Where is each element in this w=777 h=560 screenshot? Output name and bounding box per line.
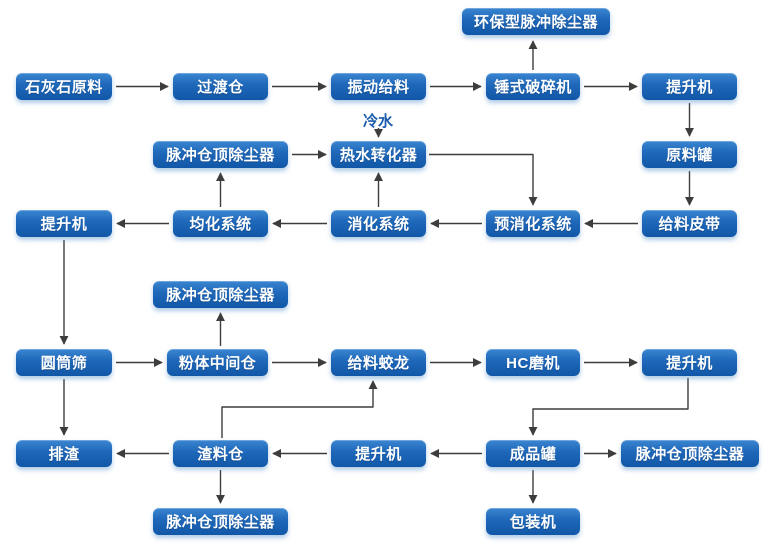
node-hc-mill: HC磨机 xyxy=(486,349,580,376)
node-bin-top-pulse-dust-collector-2: 脉冲仓顶除尘器 xyxy=(153,281,288,308)
node-bucket-elevator-4: 提升机 xyxy=(331,440,426,467)
node-packing-machine: 包装机 xyxy=(486,508,580,535)
node-feeding-screw-conveyor: 给料蛟龙 xyxy=(331,349,426,376)
node-slag-discharge: 排渣 xyxy=(16,440,112,467)
node-bucket-elevator-3: 提升机 xyxy=(642,349,737,376)
node-slag-bin: 渣料仓 xyxy=(173,440,268,467)
node-bucket-elevator-2: 提升机 xyxy=(16,210,112,237)
node-powder-intermediate-bin: 粉体中间仓 xyxy=(167,349,268,376)
node-homogenization-system: 均化系统 xyxy=(173,210,268,237)
node-digestion-system: 消化系统 xyxy=(331,210,426,237)
node-pre-digestion-system: 预消化系统 xyxy=(486,210,580,237)
node-hot-water-converter: 热水转化器 xyxy=(331,141,426,168)
node-bin-top-pulse-dust-collector-1: 脉冲仓顶除尘器 xyxy=(153,141,288,168)
node-feeding-belt: 给料皮带 xyxy=(642,210,737,237)
node-rotary-screen: 圆筒筛 xyxy=(16,349,112,376)
node-eco-pulse-dust-collector: 环保型脉冲除尘器 xyxy=(462,8,610,35)
node-transfer-bin: 过渡仓 xyxy=(173,73,268,100)
arrow-bucket-elevator-3-to-finished-product-tank xyxy=(528,378,689,436)
node-bin-top-pulse-dust-collector-4: 脉冲仓顶除尘器 xyxy=(153,508,288,535)
arrow-hot-water-converter-to-pre-digestion-system xyxy=(429,153,538,206)
arrow-slag-bin-to-feeding-screw-conveyor xyxy=(221,380,378,438)
cold-water-label: 冷水 xyxy=(362,113,394,130)
node-raw-material-tank: 原料罐 xyxy=(642,141,737,168)
node-limestone-raw-material: 石灰石原料 xyxy=(16,73,112,100)
node-vibrating-feeder: 振动给料 xyxy=(331,73,426,100)
node-finished-product-tank: 成品罐 xyxy=(486,440,580,467)
node-bucket-elevator-1: 提升机 xyxy=(642,73,737,100)
node-bin-top-pulse-dust-collector-3: 脉冲仓顶除尘器 xyxy=(621,440,759,467)
node-hammer-crusher: 锤式破碎机 xyxy=(486,73,580,100)
